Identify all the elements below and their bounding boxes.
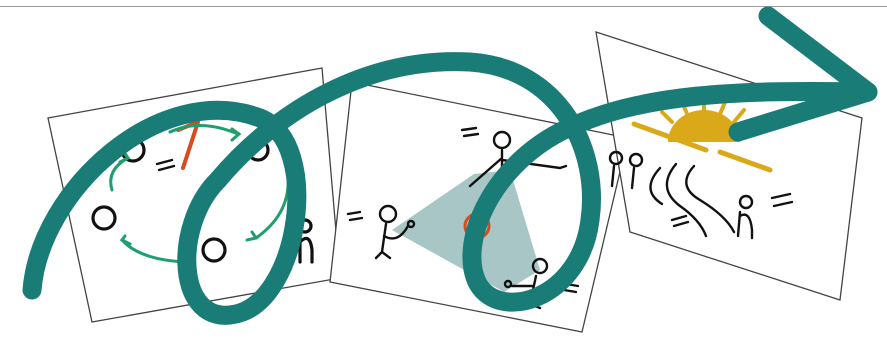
- card-sunrise: [596, 32, 862, 300]
